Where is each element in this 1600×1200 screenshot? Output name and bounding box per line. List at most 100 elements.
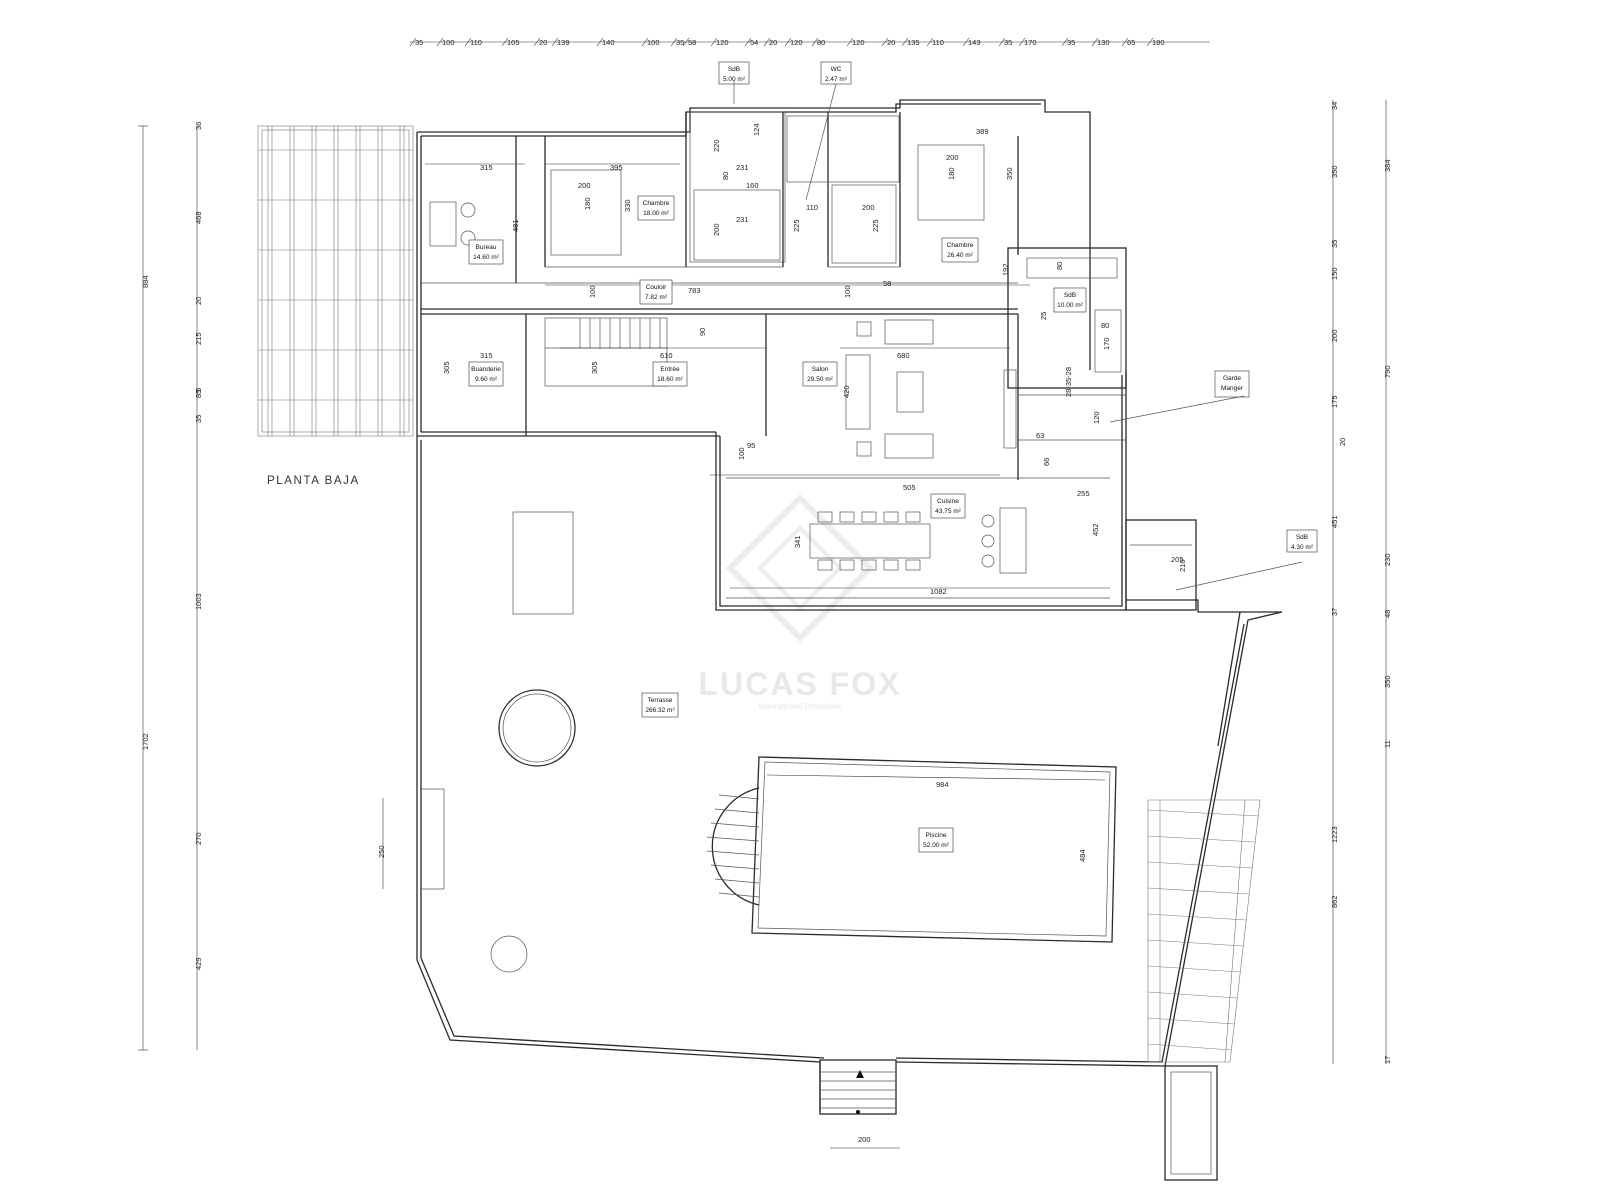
- dim-top-13: 120: [790, 38, 803, 47]
- plan-title: PLANTA BAJA: [267, 475, 360, 487]
- dim-right-inner-8: 1223: [1330, 826, 1339, 843]
- room-name-bureau: Bureau: [476, 244, 497, 251]
- dim-right-inner-5: 175: [1330, 395, 1339, 408]
- room-area-buanderie: 9.60 m²: [475, 376, 498, 383]
- dim-sdb2-80a: 80: [1055, 262, 1064, 270]
- dim-left-inner-0: 36: [194, 122, 203, 130]
- dim-garde-63: 63: [1036, 431, 1044, 440]
- dim-garde-66: 66: [1042, 458, 1051, 466]
- dim-wc-225b: 225: [871, 219, 880, 232]
- room-name-chambre1: Chambre: [643, 200, 670, 207]
- dim-right-outer-0: 384: [1383, 159, 1392, 172]
- dim-top-18: 110: [932, 38, 944, 47]
- dim-sdb-231a: 231: [736, 163, 749, 172]
- dim-left-inner-5: 35: [194, 415, 203, 423]
- dim-top-7: 100: [647, 38, 660, 47]
- dim-top-19: 143: [968, 38, 981, 47]
- dim-top-9: 58: [688, 38, 696, 47]
- watermark-tagline: International Properties: [759, 702, 842, 711]
- dim-k-1082: 1082: [930, 587, 947, 596]
- dim-left-mark-5: 5: [194, 388, 203, 392]
- dim-bed1-w: 200: [578, 181, 591, 190]
- dim-terr-250: 250: [377, 845, 386, 858]
- dim-top-25: 180: [1152, 38, 1165, 47]
- dim-chambre1-w: 395: [610, 163, 623, 172]
- dim-top-24: 65: [1127, 38, 1135, 47]
- dim-k-100: 100: [737, 447, 746, 460]
- dim-entree-90: 90: [698, 328, 707, 336]
- dim-top-14: 80: [817, 38, 825, 47]
- dim-top-10: 120: [716, 38, 729, 47]
- room-name-sdb3: SdB: [1296, 534, 1308, 541]
- dim-k-341: 341: [793, 535, 802, 548]
- dim-entree-305: 305: [590, 361, 599, 374]
- dim-ch2-180: 180: [947, 167, 956, 180]
- watermark-brand: LUCAS FOX: [699, 666, 902, 702]
- dim-sdb3-205: 205: [1171, 555, 1184, 564]
- dim-wc-110: 110: [806, 203, 818, 212]
- dim-left-inner-6: 1003: [194, 593, 203, 610]
- pergola-left: [257, 125, 414, 437]
- dim-right-inner-0: 34: [1330, 102, 1339, 110]
- room-name-sdb1: SdB: [728, 66, 740, 73]
- dim-cor-783: 783: [688, 286, 701, 295]
- dim-top-21: 170: [1024, 38, 1037, 47]
- room-area-wc: 2.47 m²: [825, 76, 848, 83]
- room-label-sdb3: SdB 4.30 m²: [1286, 529, 1318, 553]
- dim-k-452: 452: [1091, 523, 1100, 536]
- dim-cor-100b: 100: [843, 285, 852, 298]
- room-name-chambre2: Chambre: [947, 242, 974, 249]
- room-label-terrasse: Terrasse 266.32 m²: [641, 692, 679, 718]
- room-area-sdb3: 4.30 m²: [1291, 544, 1314, 551]
- dim-right-outer-6: 17: [1383, 1056, 1392, 1064]
- dim-left-inner-3: 215: [194, 332, 203, 345]
- dim-sdb2-80b: 80: [1101, 321, 1109, 330]
- dim-right-inner-6: 451: [1330, 515, 1339, 528]
- dim-top-5: 139: [557, 38, 570, 47]
- dim-sdb-231b: 231: [736, 215, 749, 224]
- room-name-salon: Salon: [812, 366, 829, 373]
- room-area-sdb1: 5.00 m²: [723, 76, 746, 83]
- dim-ch2-192: 192: [1001, 263, 1010, 276]
- dim-sdb-124: 124: [752, 123, 761, 136]
- dim-chambre1-h: 330: [623, 199, 632, 212]
- dim-salon-420: 420: [842, 385, 851, 398]
- dim-right-inner-4: 200: [1330, 329, 1339, 342]
- room-name-sdb2: SdB: [1064, 292, 1076, 299]
- dim-sdb-200: 200: [712, 223, 721, 236]
- dim-left-inner-7: 270: [194, 832, 203, 845]
- dim-top-16: 20: [887, 38, 895, 47]
- dim-bureau-w: 315: [480, 163, 493, 172]
- dim-right-outer-1: 790: [1383, 365, 1392, 378]
- dining-table: [809, 507, 1027, 574]
- dim-top-23: 130: [1097, 38, 1110, 47]
- dim-right-inner-1: 350: [1330, 165, 1339, 178]
- dim-side-20: 20: [1338, 438, 1347, 446]
- dim-right-outer-4: 350: [1383, 675, 1392, 688]
- living-furniture: [845, 319, 1017, 459]
- dim-steps-200: 200: [858, 1135, 871, 1144]
- room-area-garde: Manger: [1221, 385, 1244, 392]
- room-name-couloir: Couloir: [646, 284, 667, 291]
- dim-top-20: 35: [1004, 38, 1012, 47]
- room-label-sdb1: SdB 5.00 m²: [718, 61, 750, 85]
- dim-sdb-220: 220: [712, 139, 721, 152]
- room-area-terrasse: 266.32 m²: [645, 707, 675, 714]
- room-area-piscine: 52.00 m²: [923, 842, 949, 849]
- room-name-wc: WC: [831, 66, 842, 73]
- room-name-garde: Garde: [1223, 375, 1241, 382]
- dim-top-3: 105: [507, 38, 520, 47]
- pergola-right: [1147, 799, 1261, 1063]
- dim-top-6: 140: [602, 38, 615, 47]
- room-name-terrasse: Terrasse: [648, 697, 673, 704]
- dim-pool-484: 484: [1078, 849, 1087, 862]
